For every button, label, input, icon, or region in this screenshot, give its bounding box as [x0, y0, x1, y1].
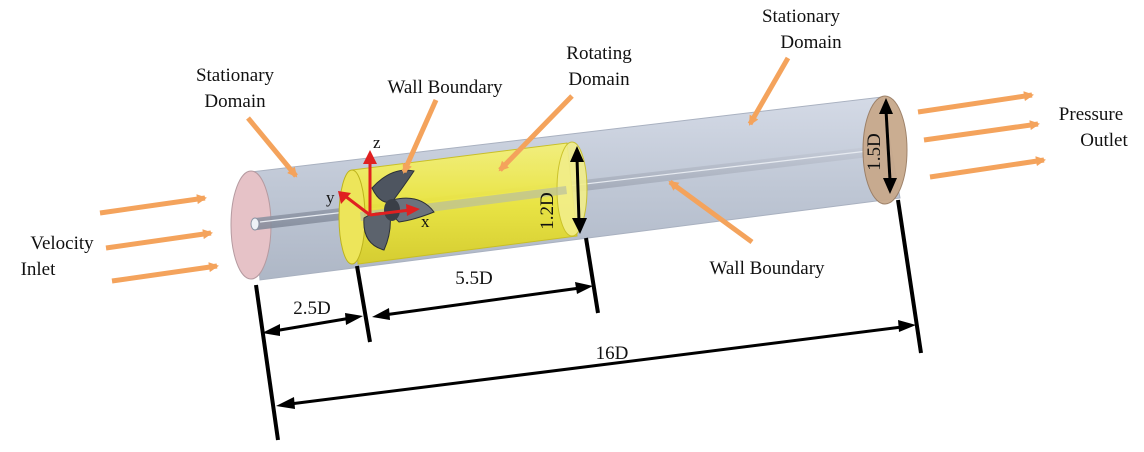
axis-label-y: y	[326, 188, 335, 207]
inlet-arrow-3	[111, 262, 219, 284]
label-stationary-right-1: Stationary	[762, 6, 841, 27]
label-velocity: Velocity	[30, 233, 94, 254]
label-pressure: Pressure	[1059, 104, 1123, 125]
extension-line-rotor-start	[355, 265, 372, 343]
dimension-lines	[254, 199, 923, 441]
dim-line-5-5d	[383, 286, 581, 317]
outlet-arrow-3	[929, 156, 1046, 180]
outlet-arrow-1	[917, 91, 1034, 115]
dim-label-5-5d: 5.5D	[455, 268, 492, 289]
label-inlet: Inlet	[21, 259, 57, 280]
pointer-wall-bottom	[668, 179, 754, 245]
label-wall-boundary-bottom: Wall Boundary	[709, 258, 825, 279]
dim-label-1-2d: 1.2D	[537, 192, 558, 229]
dim-label-2-5d: 2.5D	[293, 298, 330, 319]
pointer-wall-top	[401, 98, 439, 174]
flow-arrows	[99, 56, 1046, 284]
extension-line-inlet	[254, 284, 280, 441]
pointer-stationary-right	[747, 56, 791, 126]
inlet-arrow-2	[105, 229, 213, 251]
diameter-markers	[570, 98, 897, 234]
rotating-diameter-line	[575, 157, 581, 223]
dim-label-1-5d: 1.5D	[864, 133, 885, 170]
extension-line-outlet	[896, 199, 923, 354]
axis-label-x: x	[421, 212, 430, 231]
label-rotating-1: Rotating	[566, 43, 632, 64]
rotating-domain	[338, 141, 588, 265]
outlet-face	[862, 95, 908, 205]
dim-line-16d	[289, 325, 903, 406]
label-wall-boundary-top: Wall Boundary	[387, 77, 503, 98]
outlet-diameter-line	[884, 109, 892, 181]
text-labels: Velocity Inlet Pressure Outlet Stationar…	[21, 6, 1129, 364]
x-axis	[369, 208, 411, 217]
dim-line-2-5d	[273, 316, 352, 333]
label-outlet: Outlet	[1080, 130, 1128, 151]
inlet-arrow-1	[99, 194, 207, 216]
y-axis	[344, 194, 371, 217]
pointer-stationary-left	[246, 116, 298, 178]
label-rotating-2: Domain	[568, 69, 630, 90]
label-stationary-left-2: Domain	[204, 91, 266, 112]
axis-label-z: z	[373, 133, 381, 152]
extension-line-rotor-end	[584, 237, 600, 314]
outlet-arrow-2	[923, 120, 1040, 143]
label-stationary-left-1: Stationary	[196, 65, 275, 86]
coordinate-axes: z x y	[326, 133, 430, 231]
dim-label-16d: 16D	[596, 343, 629, 364]
label-stationary-right-2: Domain	[780, 32, 842, 53]
pointer-rotating	[498, 94, 574, 172]
